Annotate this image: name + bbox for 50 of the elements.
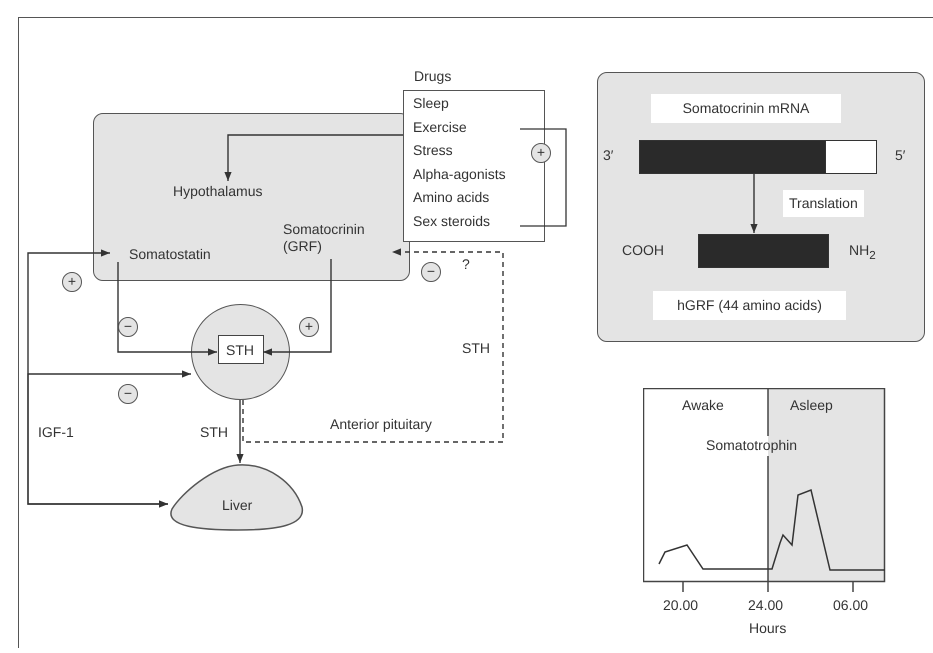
- list-item: Amino acids: [413, 189, 490, 206]
- sequence-bar: [639, 140, 877, 174]
- list-item: Alpha-agonists: [413, 166, 506, 182]
- hormone-box: [218, 335, 264, 364]
- arrow: [242, 248, 504, 443]
- node-label: Somatocrinin mRNA: [651, 94, 841, 123]
- tick-label: 24.00: [748, 597, 784, 614]
- question-mark: ?: [462, 256, 470, 273]
- axis-title: Hours: [749, 620, 786, 637]
- edge-label: Translation: [783, 190, 864, 217]
- list-item: Sleep: [413, 95, 449, 112]
- end-label: NH$_{2}$: [849, 242, 876, 264]
- liver-shape: [168, 463, 306, 531]
- hypothalamus-region: [93, 113, 410, 281]
- region-label: Anterior pituitary: [330, 416, 432, 433]
- node-text: Somatostatin: [129, 246, 211, 263]
- arrow: [263, 259, 332, 356]
- edge-label: STH: [462, 340, 490, 357]
- phase-label: Awake: [682, 397, 724, 414]
- sign-circle: +: [531, 143, 551, 163]
- arrow: [27, 370, 191, 508]
- node-label: STH: [226, 342, 254, 359]
- node-label: hGRF (44 amino acids): [653, 291, 846, 320]
- arrow: [236, 400, 244, 463]
- list-item: Sex steroids: [413, 212, 490, 230]
- edge-label: IGF-1: [38, 424, 74, 441]
- tick-label: 20.00: [663, 597, 698, 614]
- list-item: Exercise: [413, 118, 467, 136]
- sign-circle: −: [421, 262, 441, 282]
- list-heading: Drugs: [414, 68, 452, 85]
- sign-circle: −: [118, 384, 138, 404]
- phase-label: Asleep: [790, 397, 833, 414]
- node-text: Hypothalamus: [173, 183, 262, 200]
- node-text: Somatocrinin (GRF): [283, 221, 366, 255]
- arrow: [750, 173, 758, 233]
- sequence-bar: [698, 234, 829, 268]
- molecule-panel: [597, 72, 925, 342]
- chart-title: Somatotrophin: [706, 437, 798, 454]
- tick-label: 06.00: [833, 597, 868, 614]
- edge-label: STH: [200, 424, 228, 441]
- sign-circle: −: [118, 317, 138, 337]
- end-label: 3′: [603, 147, 614, 164]
- sign-circle: +: [299, 317, 319, 337]
- arrow: [224, 134, 403, 181]
- node-label: Liver: [222, 497, 252, 514]
- arrow: [117, 262, 217, 356]
- list-item: Stress: [413, 142, 453, 159]
- sign-circle: +: [62, 272, 82, 292]
- end-label: COOH: [622, 242, 664, 259]
- end-label: 5′: [895, 147, 906, 164]
